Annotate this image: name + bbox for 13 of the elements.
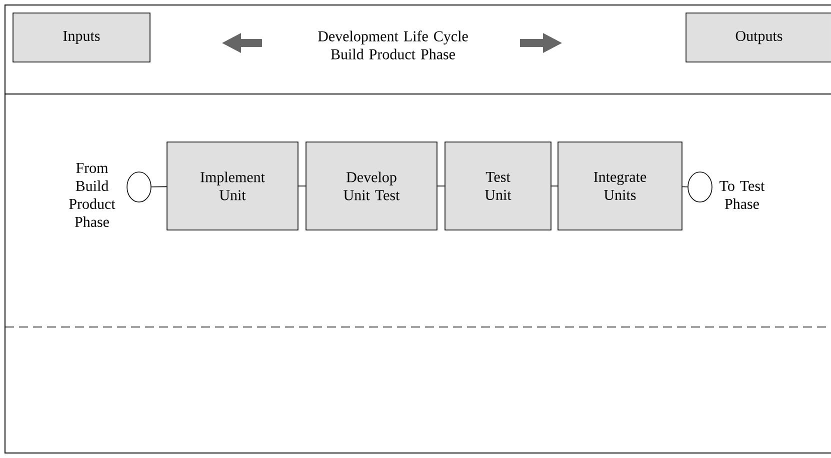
connector-line (151, 186, 168, 188)
process-box: Implement Unit (166, 142, 298, 230)
side-label: From Build Product Phase (69, 163, 116, 227)
process-box: Develop Unit Test (306, 142, 438, 230)
side-label: To Test Phase (720, 181, 765, 209)
connector-line (682, 186, 688, 188)
process-box: Test Unit (444, 142, 552, 230)
connector-circle (688, 172, 712, 202)
process-box: Inputs (12, 12, 150, 62)
title: Development Life Cycle Build Product Phase (318, 30, 468, 60)
connector-circle (126, 172, 152, 202)
process-box: Outputs (686, 12, 831, 62)
process-box: Integrate Units (558, 142, 682, 230)
